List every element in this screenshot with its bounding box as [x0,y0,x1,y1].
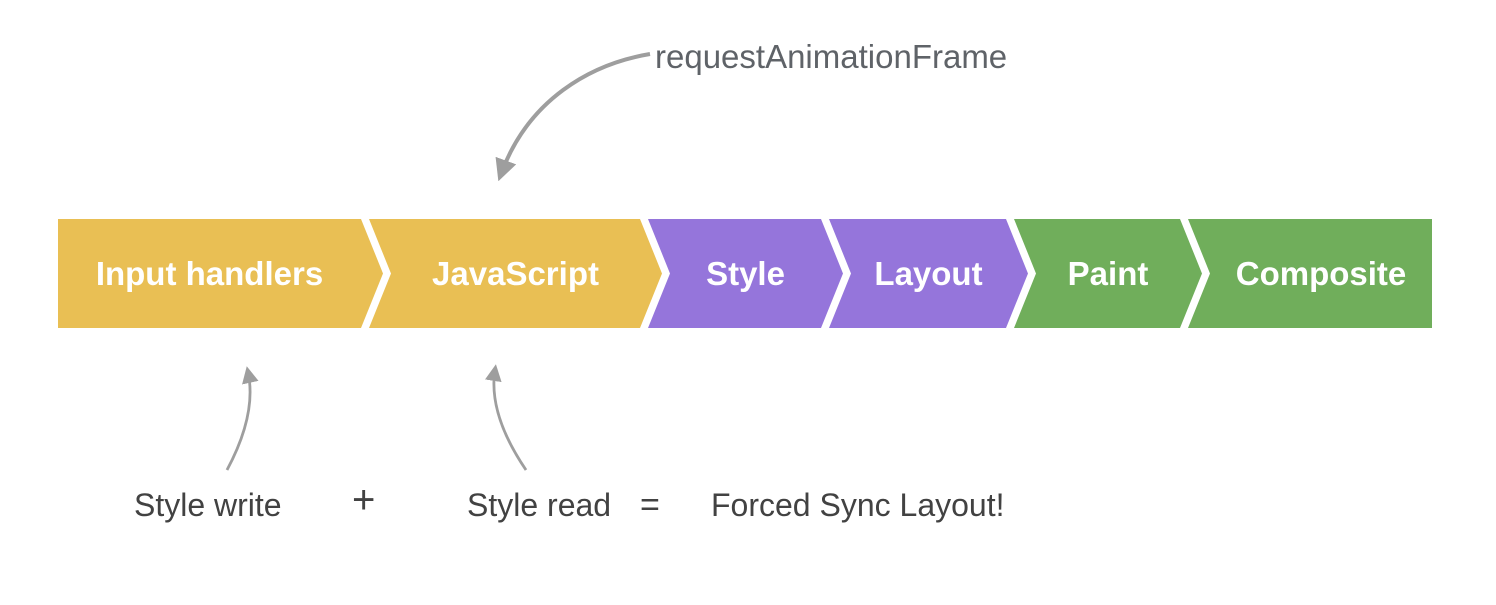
stage-label: Composite [1235,254,1407,292]
pipeline-stage-style: Style [648,219,843,328]
raf-annotation-label: requestAnimationFrame [655,38,1008,75]
plus-sign: + [352,478,376,522]
annotation-style-write: Style write [134,487,282,523]
pipeline-stage-javascript: JavaScript [369,219,662,328]
stage-label: Layout [874,254,983,292]
stage-label: Style [706,254,785,292]
pipeline-stage-input-handlers: Input handlers [58,219,383,328]
annotation-forced-sync-layout: Forced Sync Layout! [711,487,1005,523]
style-write-arrow-icon [225,366,259,471]
annotation-style-read: Style read [467,487,612,523]
pipeline-band: Input handlers JavaScript Style Layout P… [0,219,1496,328]
equals-sign: = [640,486,660,524]
pipeline-stage-paint: Paint [1014,219,1202,328]
pipeline-stage-layout: Layout [829,219,1028,328]
stage-label: Paint [1067,254,1149,292]
stage-label: JavaScript [432,254,599,292]
raf-curved-arrow-icon [495,52,651,182]
style-read-arrow-icon [484,364,528,471]
stage-label: Input handlers [95,254,324,292]
pipeline-stage-composite: Composite [1188,219,1432,328]
